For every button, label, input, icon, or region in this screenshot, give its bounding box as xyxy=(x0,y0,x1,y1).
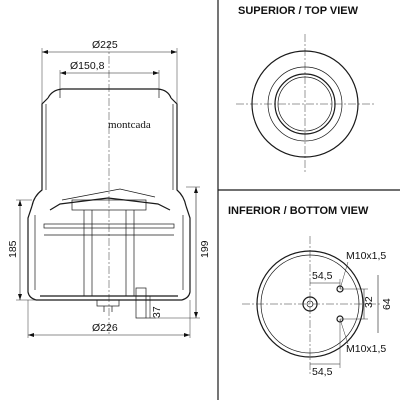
thread-label-bottom: M10x1,5 xyxy=(346,343,386,355)
dim-top-plate: Ø150,8 xyxy=(70,60,105,72)
dim-base: Ø226 xyxy=(92,322,118,334)
pitch-label-small: 32 xyxy=(363,296,375,308)
dim-height-left: 185 xyxy=(7,240,19,258)
dim-stud-height: 37 xyxy=(151,306,163,318)
bottom-view-title: INFERIOR / BOTTOM VIEW xyxy=(228,205,369,217)
offset-label-bottom: 54,5 xyxy=(312,366,333,378)
offset-label-top: 54,5 xyxy=(312,270,333,282)
view-dividers xyxy=(217,0,400,400)
dim-top-outer: Ø225 xyxy=(92,39,118,51)
brand-label: montcada xyxy=(108,119,151,131)
dimension-lines xyxy=(16,48,200,338)
thread-label-top: M10x1,5 xyxy=(346,250,386,262)
side-view xyxy=(27,42,191,335)
bottom-view xyxy=(242,236,380,376)
top-view-title: SUPERIOR / TOP VIEW xyxy=(238,5,359,17)
dim-height-right: 199 xyxy=(199,240,211,258)
pitch-label-large: 64 xyxy=(381,298,393,310)
top-view xyxy=(236,34,374,174)
